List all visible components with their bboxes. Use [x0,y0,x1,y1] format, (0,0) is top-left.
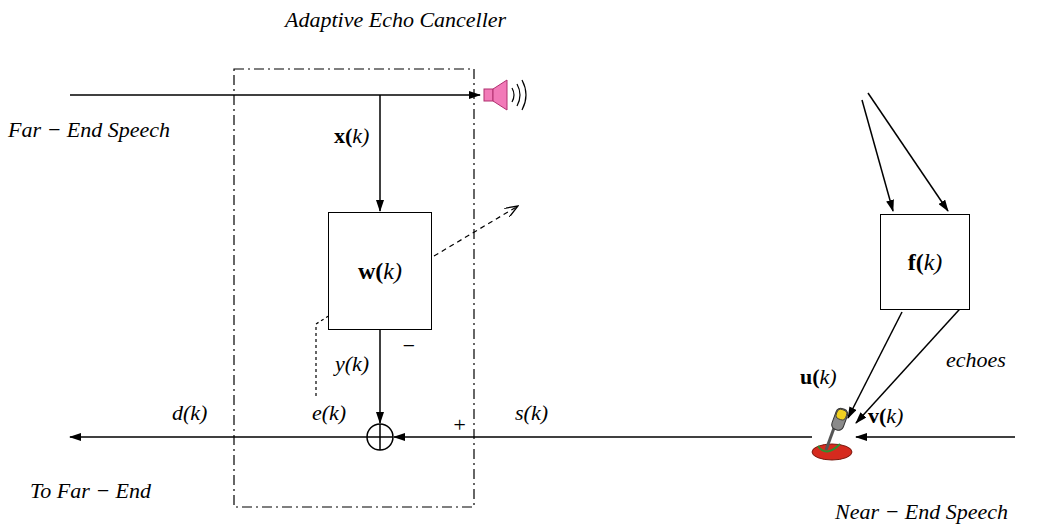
note-label: echoes [946,348,1006,372]
filter-box: f(k) [880,214,970,310]
signal-label: v(k) [868,404,903,428]
loudspeaker-icon [484,80,526,110]
signal-label: s(k) [515,401,548,425]
filter-name: w(k) [358,258,402,284]
signal-label: u(k) [800,365,837,389]
block-title: Adaptive Echo Canceller [285,8,506,32]
filter-box: w(k) [328,212,432,330]
sign-label: − [401,334,416,358]
sign-label: + [452,413,467,437]
signal-label: d(k) [172,401,207,425]
signal-label: To Far − End [30,479,151,503]
signal-label: y(k) [335,352,369,376]
signal-label: Far − End Speech [8,118,170,142]
signal-label: e(k) [312,401,346,425]
signal-label: x(k) [334,124,369,148]
microphone-icon [812,407,852,460]
filter-name: f(k) [908,249,943,275]
signal-label: Near − End Speech [835,500,1008,524]
